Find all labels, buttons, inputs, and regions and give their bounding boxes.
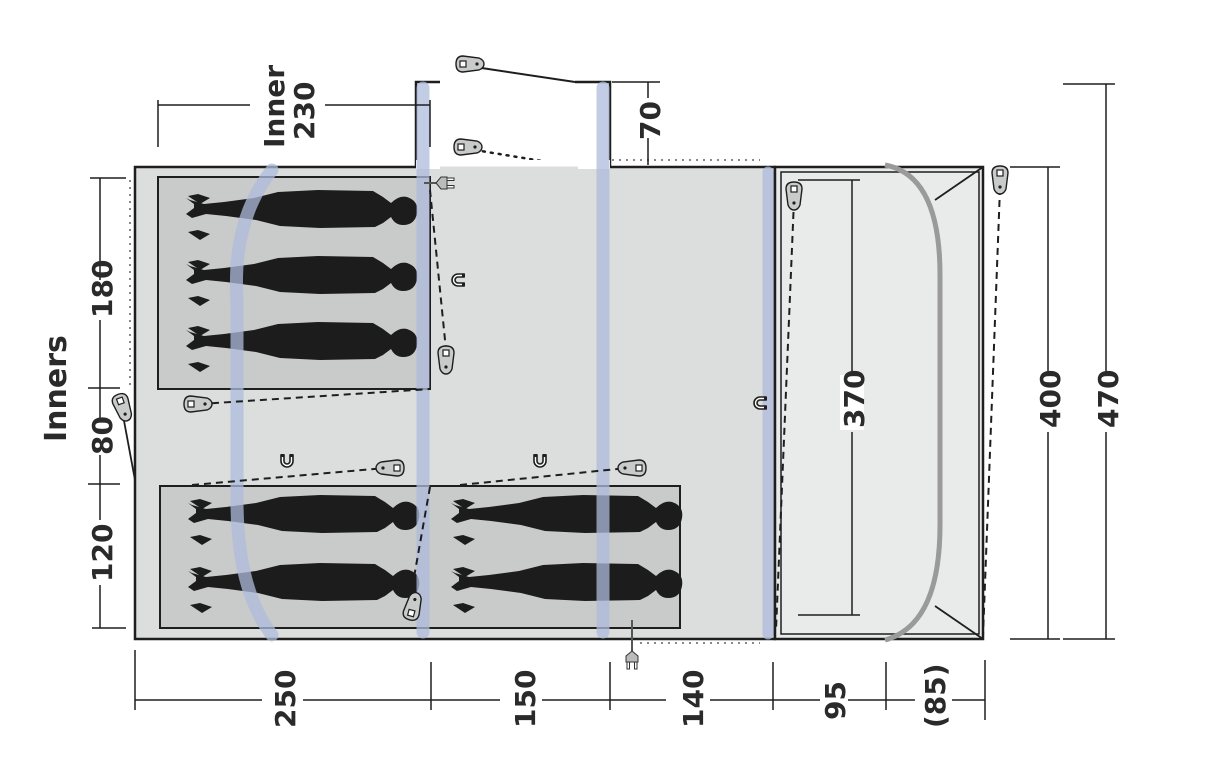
peg-icon [617, 459, 647, 477]
inner-label: Inner [258, 65, 291, 148]
peg-icon [375, 459, 405, 477]
bottom-dim-label: 250 [269, 670, 302, 728]
canopy-depth-label: 70 [634, 101, 667, 140]
porch-area [773, 162, 985, 643]
inners-label: Inners [39, 335, 74, 442]
peg-icon [991, 165, 1009, 195]
overall-width-dim-label: 470 [1092, 370, 1125, 428]
guy-line-side [121, 409, 136, 481]
bottom-dim-label: 95 [819, 681, 852, 720]
bottom-dim-label: (85) [919, 663, 952, 728]
left-dim-label: 180 [86, 260, 119, 318]
left-dim-label: 80 [86, 416, 119, 455]
peg-icon [455, 55, 485, 73]
porch-inner-dim-label: 370 [838, 370, 871, 428]
peg-icon [437, 345, 455, 375]
entrance-canopy [414, 66, 760, 170]
peg-icon [183, 395, 213, 413]
bottom-dim-label: 140 [677, 670, 710, 728]
peg-icon [453, 138, 483, 156]
dimension-lines [88, 81, 1115, 720]
air-poles [229, 81, 774, 642]
left-dim-label: 120 [86, 524, 119, 582]
inner-width-label: 230 [288, 82, 321, 140]
bedroom-top [157, 176, 431, 390]
body-width-dim-label: 400 [1034, 370, 1067, 428]
peg-icon [785, 181, 803, 211]
bottom-dim-label: 150 [509, 670, 542, 728]
guy-lines [191, 187, 1001, 637]
